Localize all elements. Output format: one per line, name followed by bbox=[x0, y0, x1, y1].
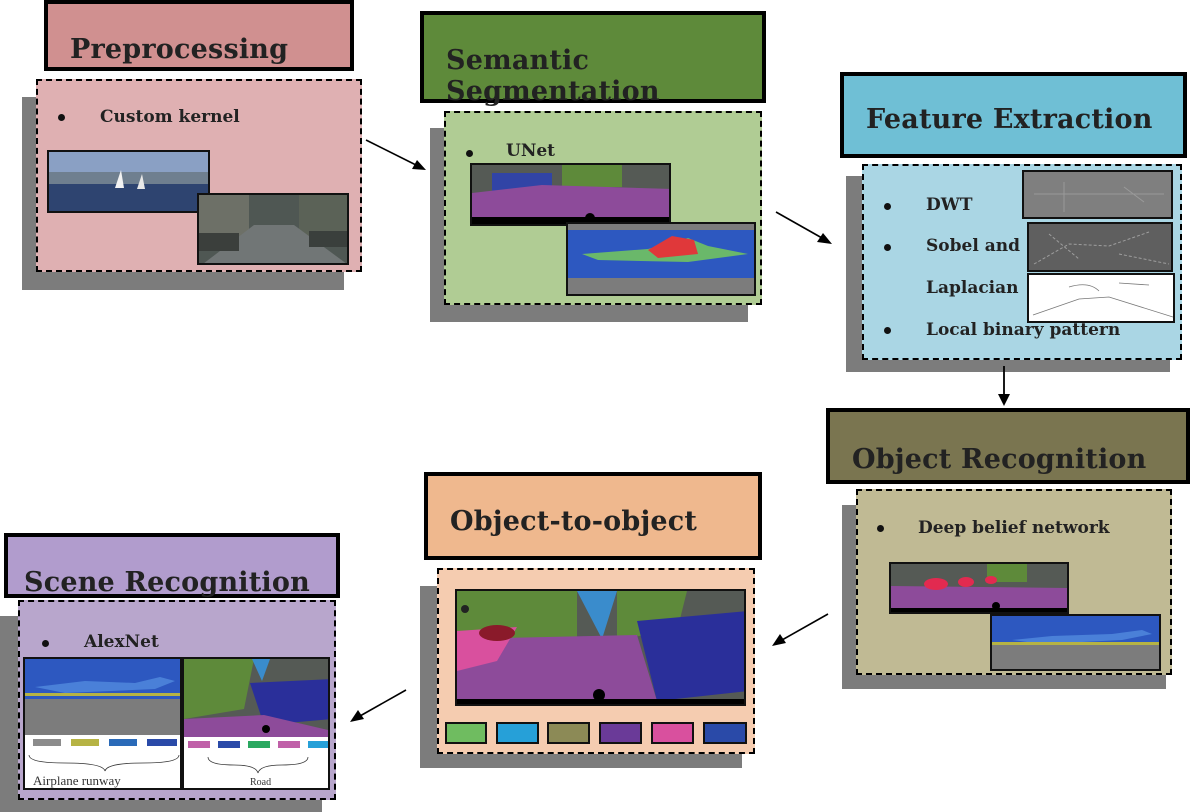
harbor-photo-thumbnail bbox=[47, 150, 210, 213]
airplane-segmentation-thumbnail bbox=[566, 222, 756, 296]
scene-item-alexnet: AlexNet bbox=[84, 632, 159, 652]
arrow-object-to-object-to-scene bbox=[346, 686, 410, 726]
object-recognition-item-dbn: Deep belief network bbox=[918, 518, 1110, 538]
object-recognition-title-box: Object Recognition bbox=[826, 408, 1190, 484]
preprocessing-title: Preprocessing bbox=[70, 34, 289, 65]
street-photo-thumbnail bbox=[197, 193, 349, 265]
bullet-dot bbox=[42, 640, 49, 647]
bullet-dot bbox=[884, 244, 891, 251]
color-swatch-green bbox=[445, 722, 487, 744]
bullet-dot bbox=[466, 150, 473, 157]
bullet-dot bbox=[884, 203, 891, 210]
features-item-dwt: DWT bbox=[926, 195, 973, 215]
arrow-features-to-object-recognition bbox=[994, 364, 1014, 408]
scene-segmentation-thumbnail bbox=[455, 589, 746, 706]
segmentation-map-thumbnail bbox=[470, 163, 671, 226]
preprocessing-item-custom-kernel: Custom kernel bbox=[100, 107, 240, 127]
features-title-box: Feature Extraction bbox=[840, 72, 1187, 158]
features-item-laplacian: Laplacian bbox=[926, 278, 1019, 298]
scene-title-box: Scene Recognition bbox=[4, 533, 340, 598]
segmentation-item-unet: UNet bbox=[506, 141, 556, 161]
color-swatch-olive bbox=[547, 722, 590, 744]
color-swatch-pink bbox=[651, 722, 694, 744]
object-recognition-title: Object Recognition bbox=[852, 444, 1147, 475]
object-to-object-title-box: Object-to-object bbox=[424, 472, 762, 560]
features-item-sobel: Sobel and bbox=[926, 236, 1020, 256]
airplane-runway-scene-thumbnail: Airplane runway bbox=[23, 657, 182, 790]
segmentation-title: Semantic Segmentation bbox=[446, 45, 660, 107]
scene-label-road: Road bbox=[250, 777, 272, 788]
color-swatch-blue bbox=[496, 722, 539, 744]
airplane-object-thumbnail bbox=[990, 614, 1161, 671]
segmentation-title-box: Semantic Segmentation bbox=[420, 11, 766, 107]
scene-label-airplane-runway: Airplane runway bbox=[33, 773, 121, 788]
arrow-preprocessing-to-segmentation bbox=[362, 136, 432, 176]
arrow-segmentation-to-features bbox=[772, 208, 836, 248]
bullet-dot bbox=[58, 114, 65, 121]
preprocessing-title-box: Preprocessing bbox=[44, 0, 354, 71]
features-title: Feature Extraction bbox=[866, 104, 1153, 135]
laplacian-feature-thumbnail bbox=[1027, 273, 1175, 323]
arrow-object-recognition-to-object-to-object bbox=[768, 610, 832, 650]
bullet-dot bbox=[877, 525, 884, 532]
scene-title: Scene Recognition bbox=[24, 567, 310, 598]
features-item-lbp: Local binary pattern bbox=[926, 320, 1121, 340]
bullet-dot bbox=[884, 327, 891, 334]
object-map-thumbnail bbox=[889, 562, 1069, 614]
dwt-feature-thumbnail bbox=[1022, 170, 1173, 219]
sobel-feature-thumbnail bbox=[1027, 222, 1173, 272]
color-swatch-navy bbox=[703, 722, 747, 744]
color-swatch-purple bbox=[599, 722, 642, 744]
object-to-object-title: Object-to-object bbox=[450, 506, 698, 537]
road-scene-thumbnail: Road bbox=[182, 657, 330, 790]
